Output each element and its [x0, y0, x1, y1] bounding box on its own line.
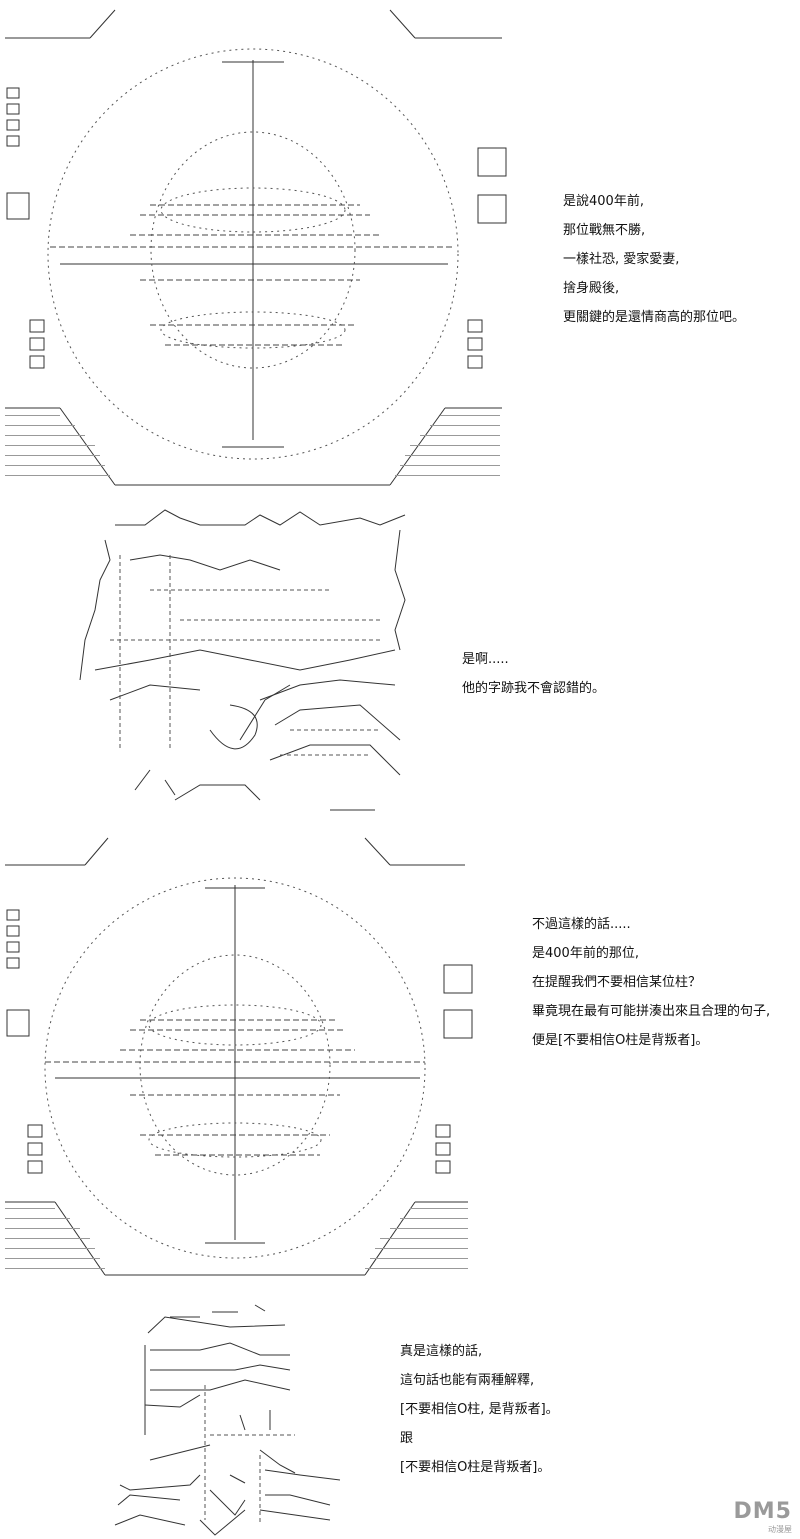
dialog-line: 是400年前的那位, — [532, 946, 639, 961]
dialog-box-4: 真是這樣的話, 這句話也能有兩種解釋, [不要相信O柱, 是背叛者]。 跟 [不… — [400, 1337, 559, 1482]
dialog-line: 更關鍵的是還情商高的那位吧。 — [563, 310, 746, 325]
dialog-line: 這句話也能有兩種解釋, — [400, 1373, 535, 1388]
dialog-line: 畢竟現在最有可能拼湊出來且合理的句子, — [532, 1004, 771, 1019]
dialog-line: 那位戰無不勝, — [563, 223, 646, 238]
dialog-line: 跟 — [400, 1431, 414, 1446]
dialog-line: 不過這樣的話..... — [532, 917, 631, 932]
panel-3: 不過這樣的話..... 是400年前的那位, 在提醒我們不要相信某位柱？ 畢竟現… — [0, 830, 800, 1285]
dialog-line: 真是這樣的話, — [400, 1344, 483, 1359]
scope-artwork-2 — [5, 837, 473, 1276]
site-watermark: DM5 动漫屋 — [734, 1499, 792, 1535]
dialog-box-1: 是說400年前, 那位戰無不勝, 一樣社恐, 愛家愛妻, 捨身殿後, 更關鍵的是… — [563, 187, 745, 332]
dialog-line: 便是[不要相信O柱是背叛者]。 — [532, 1033, 709, 1048]
watermark-sub: 动漫屋 — [768, 1525, 792, 1534]
dialog-line: [不要相信O柱, 是背叛者]。 — [400, 1402, 559, 1417]
dialog-box-3: 不過這樣的話..... 是400年前的那位, 在提醒我們不要相信某位柱？ 畢竟現… — [532, 910, 770, 1055]
panel-2: 是啊..... 他的字跡我不會認錯的。 — [0, 500, 800, 820]
panel-4: 真是這樣的話, 這句話也能有兩種解釋, [不要相信O柱, 是背叛者]。 跟 [不… — [0, 1295, 800, 1539]
scope-artwork-1 — [5, 9, 507, 486]
character-artwork-2 — [114, 1304, 341, 1536]
dialog-box-2: 是啊..... 他的字跡我不會認錯的。 — [462, 645, 605, 703]
dialog-line: 他的字跡我不會認錯的。 — [462, 681, 606, 696]
dialog-line: 捨身殿後, — [563, 281, 620, 296]
character-artwork-1 — [79, 509, 406, 811]
dialog-line: 是啊..... — [462, 652, 509, 667]
panel-1: 是說400年前, 那位戰無不勝, 一樣社恐, 愛家愛妻, 捨身殿後, 更關鍵的是… — [0, 0, 800, 495]
dialog-line: 在提醒我們不要相信某位柱？ — [532, 975, 702, 990]
dialog-line: 是說400年前, — [563, 194, 644, 209]
dialog-line: [不要相信O柱是背叛者]。 — [400, 1460, 551, 1475]
dialog-line: 一樣社恐, 愛家愛妻, — [563, 252, 680, 267]
watermark-logo: DM5 — [733, 1499, 792, 1524]
